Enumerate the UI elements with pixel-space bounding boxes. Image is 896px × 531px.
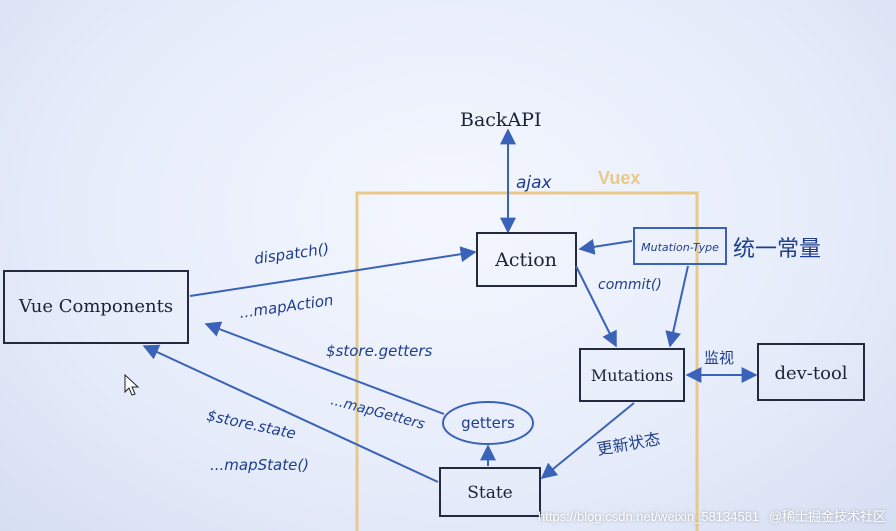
map-action-label: ...mapAction bbox=[238, 291, 334, 322]
map-getters-label: ...mapGetters bbox=[329, 392, 426, 432]
vuex-label: Vuex bbox=[598, 168, 640, 188]
map-state-label: ...mapState() bbox=[210, 456, 309, 474]
commit-label: commit() bbox=[598, 277, 662, 293]
getters-ellipse bbox=[442, 401, 534, 445]
monitor-label: 监视 bbox=[704, 349, 734, 367]
getters-label: getters bbox=[461, 414, 515, 432]
dispatch-label: dispatch() bbox=[253, 240, 330, 268]
store-state-label: $store.state bbox=[205, 406, 297, 442]
getters-to-vue-arrow bbox=[204, 321, 445, 415]
mutations-label: Mutations bbox=[591, 366, 673, 385]
update-state-arrow bbox=[540, 402, 635, 480]
mutation-type-box bbox=[633, 227, 727, 265]
cursor-icon bbox=[124, 373, 140, 396]
dispatch-arrow bbox=[189, 246, 477, 297]
backapi-label: BackAPI bbox=[460, 109, 541, 131]
constant-label: 统一常量 bbox=[733, 237, 821, 262]
watermark-url: https://blog.csdn.net/weixin_58134581 bbox=[538, 509, 760, 524]
state-to-vue-arrow bbox=[142, 344, 439, 483]
state-box bbox=[439, 467, 541, 517]
devtool-label: dev-tool bbox=[774, 363, 847, 384]
update-state-label: 更新状态 bbox=[595, 429, 661, 459]
mutations-box bbox=[579, 348, 685, 402]
devtool-box bbox=[757, 343, 865, 401]
ajax-label: ajax bbox=[516, 173, 553, 193]
mutation-type-to-action-arrow bbox=[578, 238, 633, 255]
vue-components-label: Vue Components bbox=[18, 296, 173, 317]
action-label: Action bbox=[494, 249, 557, 271]
type-to-mutations-arrow bbox=[665, 265, 689, 348]
watermark-brand: @稀土掘金技术社区 bbox=[768, 509, 886, 524]
vue-components-box bbox=[3, 270, 189, 344]
state-label: State bbox=[467, 483, 513, 503]
commit-arrow bbox=[575, 265, 617, 348]
vuex-frame bbox=[355, 191, 699, 531]
watermark: https://blog.csdn.net/weixin_58134581 @稀… bbox=[532, 506, 886, 525]
store-getters-label: $store.getters bbox=[326, 342, 432, 360]
mutation-type-label: Mutation-Type bbox=[641, 241, 719, 254]
action-box bbox=[476, 232, 577, 287]
